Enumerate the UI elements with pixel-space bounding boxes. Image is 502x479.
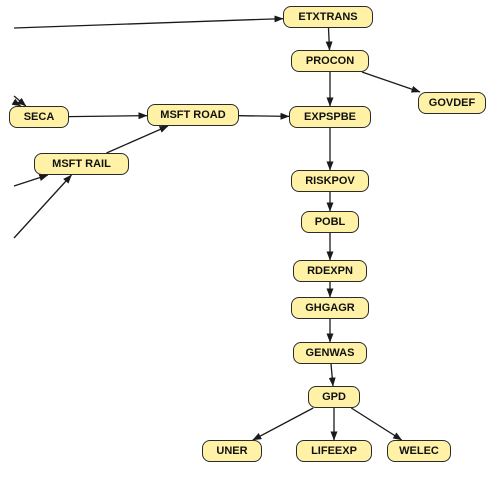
edge-gpd-to-welec bbox=[350, 407, 403, 441]
edge-offscreen-to-msft_rail bbox=[13, 174, 72, 239]
edge-offscreen-to-seca bbox=[13, 95, 27, 107]
node-welec[interactable]: WELEC bbox=[387, 440, 451, 462]
node-riskpov[interactable]: RISKPOV bbox=[291, 170, 369, 192]
edge-seca-to-msft_road bbox=[68, 112, 148, 120]
edge-msft_rail-to-msft_road bbox=[106, 125, 169, 154]
node-msft-road[interactable]: MSFT ROAD bbox=[147, 104, 239, 126]
edge-msft_road-to-expspbe bbox=[238, 112, 290, 120]
node-lifeexp[interactable]: LIFEEXP bbox=[296, 440, 372, 462]
node-ghgagr[interactable]: GHGAGR bbox=[291, 297, 369, 319]
node-etxtrans[interactable]: ETXTRANS bbox=[283, 6, 373, 28]
node-gpd[interactable]: GPD bbox=[308, 386, 360, 408]
node-seca[interactable]: SECA bbox=[9, 106, 69, 128]
node-govdef[interactable]: GOVDEF bbox=[418, 92, 486, 114]
edge-gpd-to-uner bbox=[252, 407, 314, 441]
edge-procon-to-govdef bbox=[361, 71, 421, 93]
node-genwas[interactable]: GENWAS bbox=[293, 342, 367, 364]
edge-offscreen-to-seca bbox=[11, 98, 22, 107]
node-pobl[interactable]: POBL bbox=[301, 211, 359, 233]
node-expspbe[interactable]: EXPSPBE bbox=[289, 106, 371, 128]
edge-offscreen-to-msft_rail bbox=[13, 174, 49, 187]
node-rdexpn[interactable]: RDEXPN bbox=[293, 260, 367, 282]
edge-offscreen-to-etxtrans bbox=[13, 15, 284, 29]
node-uner[interactable]: UNER bbox=[202, 440, 262, 462]
edge-genwas-to-gpd bbox=[328, 363, 336, 387]
edge-etxtrans-to-procon bbox=[325, 27, 333, 51]
node-procon[interactable]: PROCON bbox=[291, 50, 369, 72]
node-msft-rail[interactable]: MSFT RAIL bbox=[34, 153, 129, 175]
